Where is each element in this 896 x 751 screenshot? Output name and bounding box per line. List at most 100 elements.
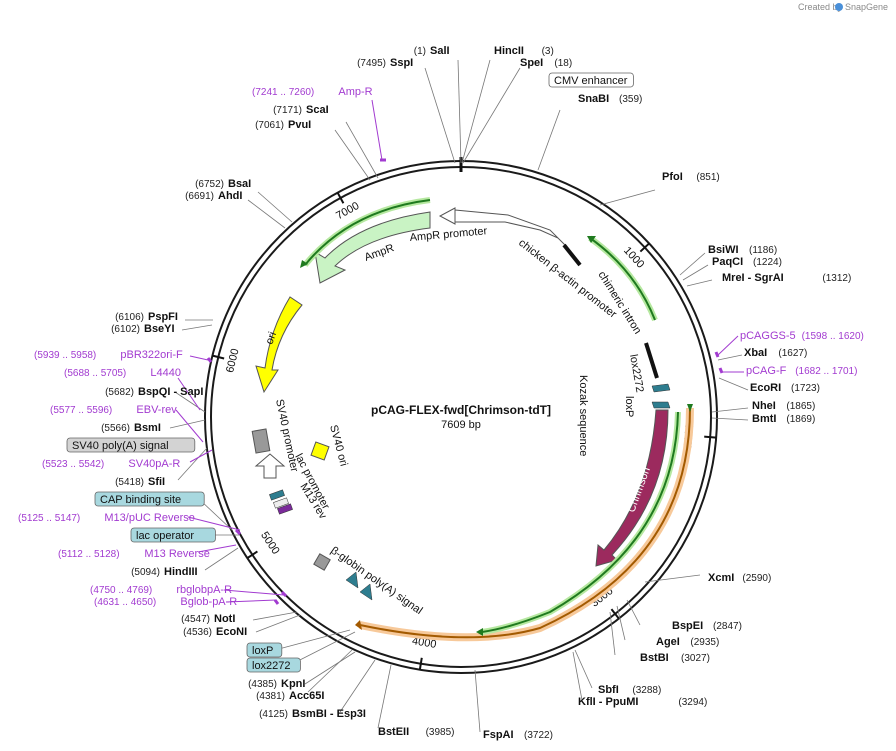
enzyme-position: (2590) bbox=[742, 573, 771, 584]
enzyme-name: EcoNI bbox=[216, 626, 247, 638]
enzyme-name: EcoRI bbox=[750, 382, 781, 394]
enzyme-position: (3294) bbox=[678, 697, 707, 708]
enzyme-site: (4547)NotI bbox=[181, 613, 235, 625]
enzyme-site: SnaBI(359) bbox=[578, 93, 642, 105]
enzyme-position: (4385) bbox=[248, 679, 277, 690]
enzyme-position: (7061) bbox=[255, 120, 284, 131]
enzyme-site: (4385) KpnI bbox=[248, 678, 305, 690]
enzyme-site: BmtI (1869) bbox=[752, 413, 815, 425]
primer-name: rbglobpA-R bbox=[176, 584, 232, 596]
enzyme-name: SnaBI bbox=[578, 93, 609, 105]
label-ampr: AmpR bbox=[363, 242, 396, 264]
enzyme-name: XbaI bbox=[744, 347, 767, 359]
ruler-tick bbox=[246, 550, 258, 559]
primer-site: pCAG-F(1682 .. 1701) bbox=[746, 365, 857, 377]
primer-site: (4631 .. 4650)Bglob-pA-R bbox=[94, 596, 237, 608]
primer-site: pCAGGS-5 (1598 .. 1620) bbox=[740, 330, 864, 342]
primer-name: M13/pUC Reverse bbox=[104, 512, 194, 524]
enzyme-position: (6102) bbox=[111, 324, 140, 335]
enzyme-site: (5418) SfiI bbox=[115, 476, 165, 488]
enzyme-site: (4125)BsmBI - Esp3I bbox=[259, 708, 366, 720]
primer-site: (7241 .. 7260)Amp-R bbox=[252, 86, 373, 98]
primer-range: (1682 .. 1701) bbox=[795, 366, 857, 377]
enzyme-site: (4536) EcoNI bbox=[183, 626, 247, 638]
label-kozak: Kozak sequence bbox=[577, 375, 589, 456]
enzyme-position: (4536) bbox=[183, 627, 212, 638]
enzyme-name: NotI bbox=[214, 613, 235, 625]
map-title: pCAG-FLEX-fwd[Chrimson-tdT] bbox=[371, 403, 551, 417]
primer-site: (4750 .. 4769)rbglobpA-R bbox=[90, 584, 232, 596]
enzyme-position: (2847) bbox=[713, 621, 742, 632]
enzyme-position: (18) bbox=[554, 58, 572, 69]
enzyme-position: (6691) bbox=[185, 191, 214, 202]
primer-range: (1598 .. 1620) bbox=[802, 331, 864, 342]
watermark-created-by: Created by bbox=[798, 2, 843, 12]
enzyme-position: (1312) bbox=[822, 273, 851, 284]
enzyme-name: Acc65I bbox=[289, 690, 324, 702]
ruler-tick bbox=[610, 608, 620, 620]
enzyme-name: SpeI bbox=[520, 57, 543, 69]
enzyme-site: PaqCI(1224) bbox=[712, 256, 782, 268]
primer-name: M13 Reverse bbox=[144, 548, 209, 560]
enzyme-site: BstEII(3985) bbox=[378, 726, 455, 738]
enzyme-site: FspAI (3722) bbox=[483, 729, 553, 741]
enzyme-site: (7171)ScaI bbox=[273, 104, 329, 116]
enzyme-name: BseYI bbox=[144, 323, 175, 335]
enzyme-site: (6691) AhdI bbox=[185, 190, 242, 202]
enzyme-position: (5418) bbox=[115, 477, 144, 488]
ruler-tick bbox=[336, 192, 345, 204]
enzyme-position: (1865) bbox=[786, 401, 815, 412]
enzyme-name: KpnI bbox=[281, 678, 305, 690]
primer-range: (5125 .. 5147) bbox=[18, 513, 80, 524]
primer-range: (4631 .. 4650) bbox=[94, 597, 156, 608]
label-lox2272: lox2272 bbox=[627, 353, 646, 393]
enzyme-name: PfoI bbox=[662, 171, 683, 183]
enzyme-name: BsaI bbox=[228, 178, 251, 190]
enzyme-site: KflI - PpuMI (3294) bbox=[578, 696, 707, 708]
enzyme-site: HincII(3) bbox=[494, 45, 554, 57]
enzyme-site: MreI - SgrAI(1312) bbox=[722, 272, 851, 284]
ruler-tick bbox=[639, 242, 650, 253]
enzyme-name: KflI - PpuMI bbox=[578, 696, 639, 708]
enzyme-position: (6106) bbox=[115, 312, 144, 323]
boxed-feature-label: lac operator bbox=[130, 527, 216, 543]
primer-range: (5688 .. 5705) bbox=[64, 368, 126, 379]
enzyme-position: (3722) bbox=[524, 730, 553, 741]
boxed-feature-text: loxP bbox=[252, 645, 273, 657]
enzyme-position: (1) bbox=[414, 46, 426, 57]
enzyme-name: ScaI bbox=[306, 104, 329, 116]
enzyme-position: (3027) bbox=[681, 653, 710, 664]
primer-name: pCAGGS-5 bbox=[740, 330, 796, 342]
enzyme-position: (3) bbox=[542, 46, 554, 57]
enzyme-site: (1) SalI bbox=[414, 45, 450, 57]
enzyme-name: BmtI bbox=[752, 413, 776, 425]
enzyme-name: SalI bbox=[430, 45, 450, 57]
enzyme-site: AgeI(2935) bbox=[656, 636, 719, 648]
primer-name: EBV-rev bbox=[136, 404, 177, 416]
enzyme-site: (6102) BseYI bbox=[111, 323, 174, 335]
enzyme-name: BspQI - SapI bbox=[138, 386, 203, 398]
primer-site: (5577 .. 5596)EBV-rev bbox=[50, 404, 177, 416]
boxed-feature-label: lox2272 bbox=[246, 657, 301, 673]
label-sv40-ori: SV40 ori bbox=[327, 424, 350, 468]
enzyme-site: EcoRI(1723) bbox=[750, 382, 820, 394]
enzyme-position: (2935) bbox=[690, 637, 719, 648]
primer-range: (7241 .. 7260) bbox=[252, 87, 314, 98]
primer-site: (5939 .. 5958)pBR322ori-F bbox=[34, 349, 183, 361]
boxed-feature-label: CAP binding site bbox=[94, 491, 205, 507]
enzyme-position: (5682) bbox=[105, 387, 134, 398]
ruler-tick bbox=[704, 435, 717, 439]
enzyme-position: (4381) bbox=[256, 691, 285, 702]
enzyme-name: SfiI bbox=[148, 476, 165, 488]
enzyme-position: (1869) bbox=[786, 414, 815, 425]
enzyme-name: BspEI bbox=[672, 620, 703, 632]
enzyme-site: SpeI (18) bbox=[520, 57, 572, 69]
boxed-feature-text: CAP binding site bbox=[100, 494, 181, 506]
enzyme-position: (5566) bbox=[101, 423, 130, 434]
enzyme-name: XcmI bbox=[708, 572, 734, 584]
enzyme-site: (6752)BsaI bbox=[195, 178, 251, 190]
enzyme-site: XbaI(1627) bbox=[744, 347, 807, 359]
enzyme-name: AhdI bbox=[218, 190, 242, 202]
enzyme-name: FspAI bbox=[483, 729, 514, 741]
